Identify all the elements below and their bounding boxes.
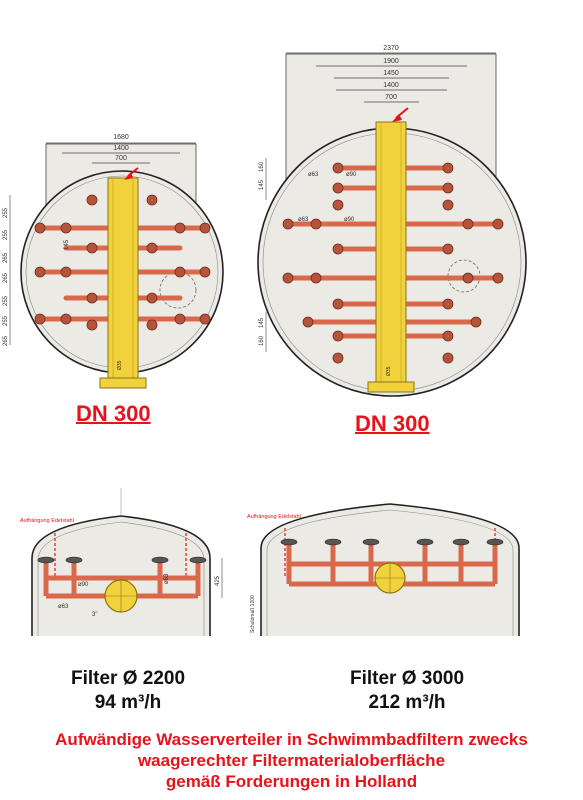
caption: Aufwändige Wasserverteiler in Schwimmbad… — [0, 729, 583, 792]
tl-side-dim-3: 265 — [3, 252, 9, 263]
filter-2200-flow: 94 m³/h — [94, 692, 162, 713]
br-side-label: Schutzmaß 1200 — [250, 595, 256, 633]
tl-inner-dim: 145 — [64, 239, 70, 250]
caption-line-3: gemäß Forderungen in Holland — [165, 772, 418, 791]
tr-side-dim-4: 145 — [259, 317, 265, 328]
tl-side-dim-6: 255 — [3, 315, 9, 326]
filter-3000-flow: 212 m³/h — [368, 692, 446, 713]
bottom-left-tank-section: Aufhängung Edelstahl ø90 ø63 ø63 3" 425 — [20, 488, 223, 636]
tr-dim-3: 1450 — [383, 70, 399, 77]
tl-side-dim-1: 255 — [3, 207, 9, 218]
tr-pipe-label-2: ø90 — [346, 172, 357, 178]
tl-side-dim-7: 265 — [3, 335, 9, 346]
tr-nozzle-label: Ø35 — [386, 366, 392, 376]
tr-side-dim-3: 160 — [259, 335, 265, 346]
caption-line-1: Aufwändige Wasserverteiler in Schwimmbad… — [55, 730, 528, 749]
bl-pipe-label-2: ø63 — [58, 604, 69, 610]
caption-line-2: waagerechter Filtermaterialoberfläche — [137, 751, 446, 770]
tr-pipe-label-4: ø90 — [344, 217, 355, 223]
tr-side-dim-1: 145 — [259, 179, 265, 190]
br-annotation: Aufhängung Edelstahl — [247, 514, 301, 520]
tl-side-dim-4: 265 — [3, 272, 9, 283]
bl-dim-label: 425 — [215, 575, 221, 586]
tl-dim-2: 1400 — [113, 145, 129, 152]
tl-dim-3: 700 — [115, 155, 127, 162]
dn-label-right: DN 300 — [355, 411, 430, 436]
bl-annotation: Aufhängung Edelstahl — [20, 518, 74, 524]
tr-dim-4: 1400 — [383, 82, 399, 89]
top-right-distributor-diagram: 2370 1900 1450 1400 700 ø63 ø90 — [257, 45, 527, 397]
tr-side-dim-2: 160 — [259, 161, 265, 172]
filter-2200-title: Filter Ø 2200 — [70, 668, 186, 689]
tl-side-dim-2: 255 — [3, 229, 9, 240]
tr-dim-2: 1900 — [383, 58, 399, 65]
top-left-distributor-diagram: 1680 1400 700 255 255 265 265 255 255 26… — [3, 134, 224, 389]
tr-pipe-label-3: ø63 — [298, 217, 309, 223]
tl-nozzle-label: Ø35 — [117, 360, 123, 370]
dn-label-left: DN 300 — [76, 401, 151, 426]
tr-dim-5: 700 — [385, 94, 397, 101]
bl-inch-label: 3" — [92, 612, 97, 618]
filter-3000-title: Filter Ø 3000 — [349, 668, 465, 689]
tl-side-dim-5: 255 — [3, 295, 9, 306]
tr-pipe-label-1: ø63 — [308, 172, 319, 178]
tl-dim-1: 1680 — [113, 134, 129, 141]
bottom-right-tank-section: Aufhängung Edelstahl Schutzmaß 1200 — [247, 503, 520, 636]
tr-dim-1: 2370 — [383, 45, 399, 52]
bl-pipe-label-1: ø90 — [78, 582, 89, 588]
bl-pipe-label-3: ø63 — [164, 573, 170, 584]
